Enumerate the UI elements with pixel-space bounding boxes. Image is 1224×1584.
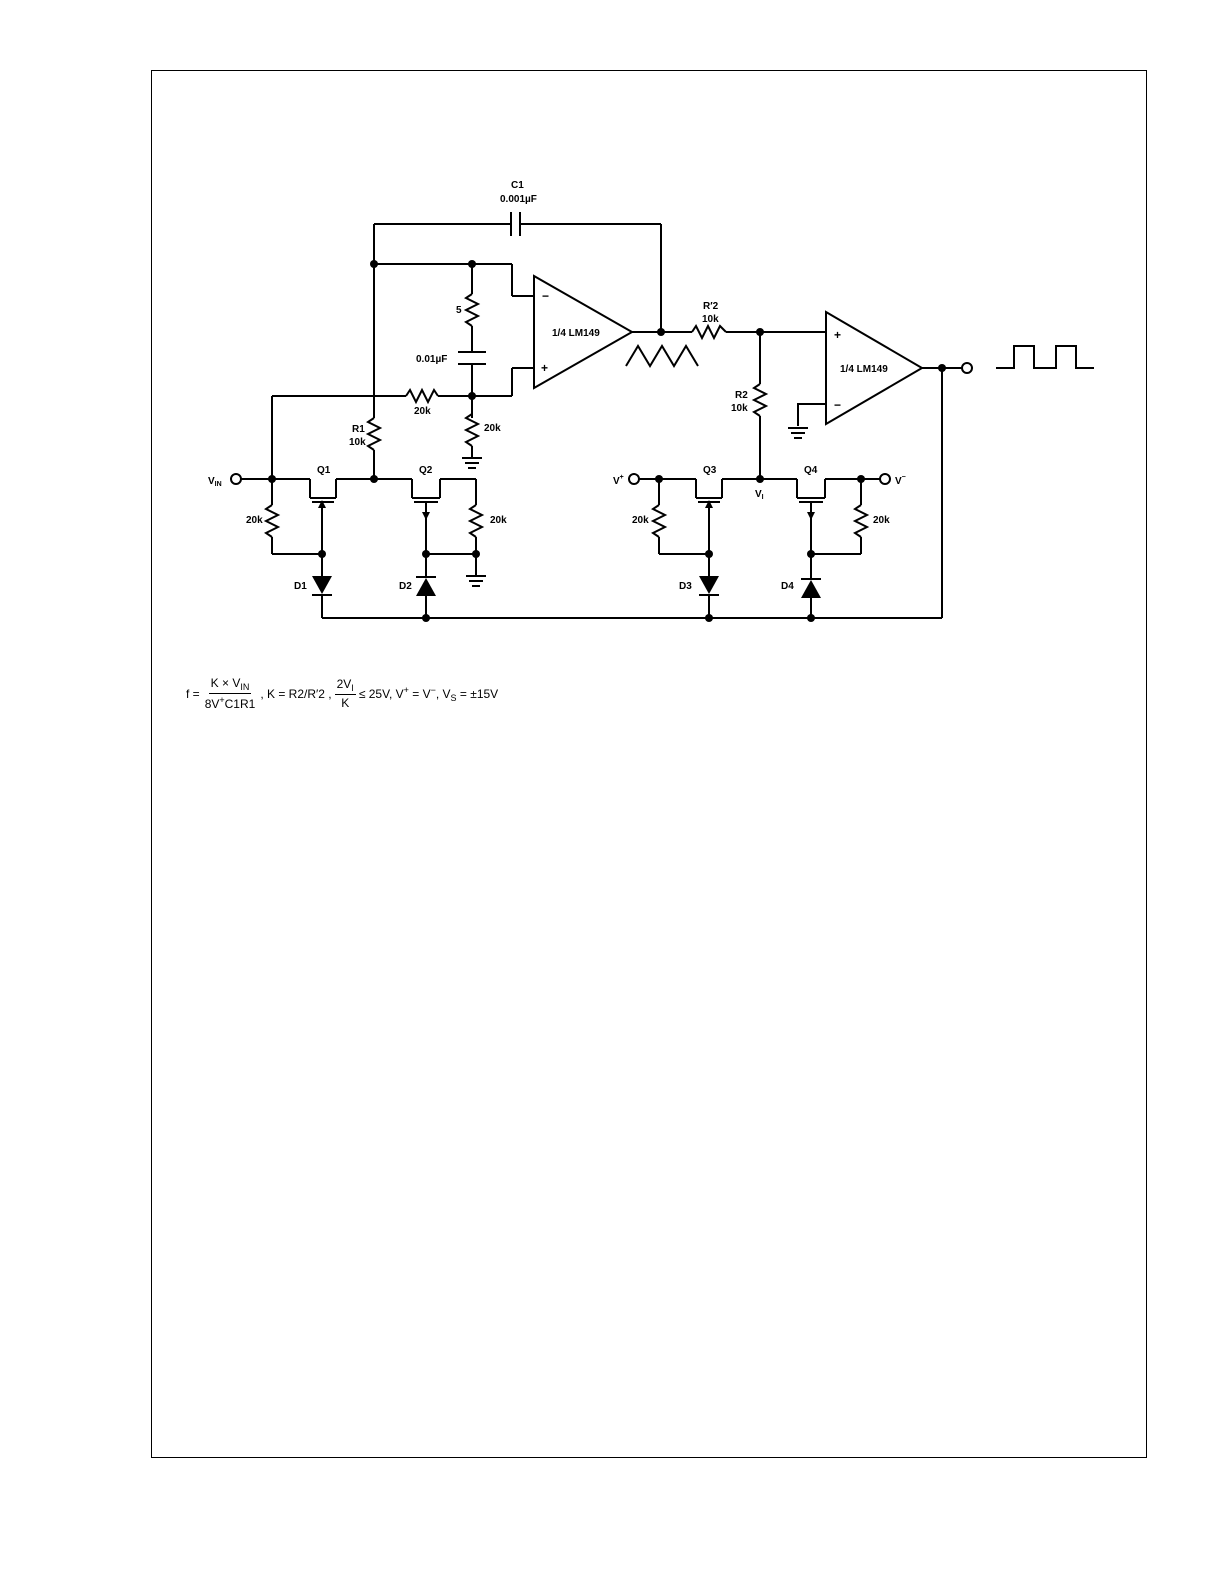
resistor-5: 5 xyxy=(456,264,481,351)
opamp-2: 1/4 LM149 + − xyxy=(825,310,924,426)
vplus-label: V+ xyxy=(613,474,624,487)
resistor-20k-q1 xyxy=(263,504,281,538)
r5-value: 5 xyxy=(456,305,462,316)
r2-name: R2 xyxy=(735,390,748,401)
q3-label: Q3 xyxy=(703,465,717,476)
capacitor-c1: C1 0.001µF xyxy=(374,180,662,331)
r1-name: R1 xyxy=(352,424,365,435)
page-frame xyxy=(151,70,1147,1458)
r2-value: 10k xyxy=(731,403,748,414)
q1-label: Q1 xyxy=(317,465,331,476)
q4-label: Q4 xyxy=(804,465,818,476)
resistor-r1: R1 10k xyxy=(349,417,383,478)
vin-terminal[interactable] xyxy=(230,473,242,485)
opamp2-plus: + xyxy=(834,328,841,342)
r-prime2-value: 10k xyxy=(702,314,719,325)
formula-conditions: ≤ 25V, V+ = V−, VS = ±15V xyxy=(358,684,499,703)
output-terminal[interactable] xyxy=(961,362,973,374)
opamp-1: 1/4 LM149 − + xyxy=(533,274,635,390)
d4-label: D4 xyxy=(781,581,794,592)
resistor-20k-mid: 20k xyxy=(272,387,472,417)
r20k-gnd-value: 20k xyxy=(484,423,501,434)
transistor-q2: Q2 xyxy=(374,465,476,576)
d3-label: D3 xyxy=(679,581,692,592)
r-q3-value: 20k xyxy=(632,515,649,526)
r-prime2-name: R′2 xyxy=(703,301,719,312)
resistor-20k-q3 xyxy=(650,504,668,538)
r-q2-value: 20k xyxy=(490,515,507,526)
resistor-20k-q2 xyxy=(467,504,485,538)
resistor-r-prime-2: R′2 10k xyxy=(691,301,826,341)
square-wave-icon xyxy=(996,345,1094,369)
transistor-q4: Q4 xyxy=(760,465,880,578)
transistor-q3: Q3 xyxy=(695,465,760,576)
vplus-terminal[interactable] xyxy=(628,473,640,485)
d2-label: D2 xyxy=(399,581,412,592)
d1-label: D1 xyxy=(294,581,307,592)
r-q4-value: 20k xyxy=(873,515,890,526)
c-mid-value: 0.01µF xyxy=(416,354,447,365)
resistor-r2: R2 10k xyxy=(731,332,769,479)
diode-d4: D4 xyxy=(781,578,821,618)
opamp1-minus: − xyxy=(542,289,549,303)
vin-label: VIN xyxy=(208,476,222,488)
transistor-q1: Q1 xyxy=(309,465,374,576)
r1-value: 10k xyxy=(349,437,366,448)
formula-fraction-f: K × VIN 8V+C1R1 xyxy=(204,676,256,711)
opamp1-label: 1/4 LM149 xyxy=(552,328,600,339)
ground-icon xyxy=(788,427,808,439)
q2-label: Q2 xyxy=(419,465,433,476)
ground-icon xyxy=(466,575,486,587)
r-q1-value: 20k xyxy=(246,515,263,526)
vminus-label: V− xyxy=(895,474,906,487)
junction-dots xyxy=(268,260,946,622)
formula-fraction-condition: 2VI K xyxy=(334,677,356,710)
vi-label: VI xyxy=(755,489,764,501)
c1-name: C1 xyxy=(511,180,524,191)
triangle-wave-icon xyxy=(625,344,699,368)
diode-d1: D1 xyxy=(294,576,332,618)
opamp2-label: 1/4 LM149 xyxy=(840,364,888,375)
opamp2-minus: − xyxy=(834,398,841,412)
frequency-formula: f = K × VIN 8V+C1R1 , K = R2/R′2 , 2VI K… xyxy=(186,676,498,711)
r20k-mid-value: 20k xyxy=(414,406,431,417)
c1-value: 0.001µF xyxy=(500,194,537,205)
resistor-20k-q4 xyxy=(852,504,870,538)
diode-d3: D3 xyxy=(679,576,719,618)
formula-lhs: f = xyxy=(186,686,200,701)
formula-k-definition: , K = R2/R′2 , xyxy=(260,686,332,701)
diode-d2: D2 xyxy=(399,576,436,618)
opamp1-plus: + xyxy=(541,361,548,375)
resistor-20k-gnd: 20k xyxy=(462,396,501,469)
vminus-terminal[interactable] xyxy=(879,473,891,485)
